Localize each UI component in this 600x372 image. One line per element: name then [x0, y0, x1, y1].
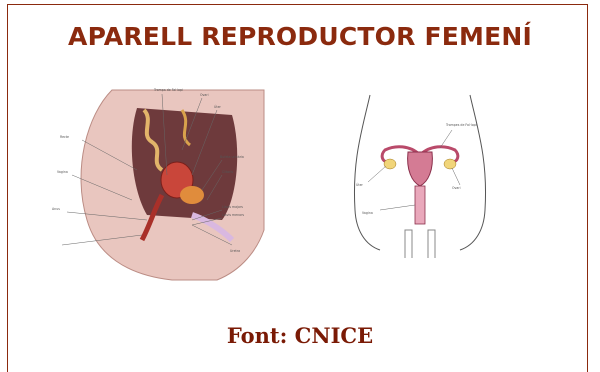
label-ovari: Ovari [200, 93, 209, 97]
label-trompa: Trompa de Fal·lopi [153, 88, 183, 92]
label-bufeta: Bufeta urinària [220, 155, 244, 159]
label-vagina: Vagina [57, 170, 68, 174]
label-uter: Úter [214, 104, 222, 109]
source-credit: Font: CNICE [0, 323, 600, 348]
label-recte: Recte [60, 135, 69, 139]
label-anus: Anus [52, 207, 60, 211]
label-clitoris: Clítoris [222, 170, 233, 174]
label-ovari-frontal: Ovari [452, 186, 461, 190]
frontal-view-diagram: Trompes de Fal·lopi Ovari Úter Vagina [340, 90, 500, 260]
label-uter-frontal: Úter [356, 182, 364, 187]
label-llavis-menors: Llavis menors [222, 213, 244, 217]
label-trompes: Trompes de Fal·lopi [445, 123, 477, 127]
sagittal-section-diagram: Trompa de Fal·lopi Ovari Úter Bufeta uri… [42, 80, 270, 288]
label-llavis-majors: Llavis majors [222, 205, 243, 209]
page-title: APARELL REPRODUCTOR FEMENÍ [0, 22, 600, 51]
label-uretra: Uretra [230, 249, 240, 253]
label-vagina-frontal: Vagina [362, 211, 373, 215]
